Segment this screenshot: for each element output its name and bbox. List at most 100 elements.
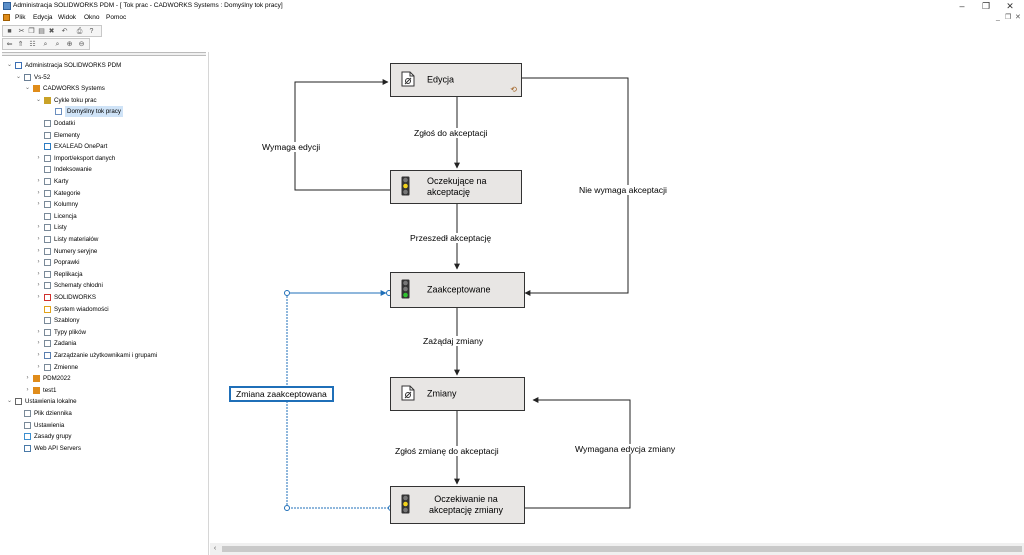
back-icon[interactable]: ⇐	[6, 41, 13, 48]
menu-pomoc[interactable]: Pomoc	[106, 14, 127, 21]
tree-item-label: Schematy chłodni	[54, 282, 103, 290]
tree-item-label: Zadania	[54, 340, 77, 348]
state-oczekujace[interactable]: Oczekujące na akceptację	[390, 170, 522, 204]
initial-state-icon: ⟲	[510, 85, 517, 94]
search-icon[interactable]: ⌕	[43, 41, 48, 48]
tree-item-label: SOLIDWORKS	[54, 294, 96, 301]
expand-icon[interactable]: ›	[37, 270, 40, 277]
templates-icon	[44, 317, 51, 325]
pdm-root-icon	[15, 62, 22, 69]
state-label: Oczekiwanie na akceptację zmiany	[428, 494, 504, 515]
expand-icon[interactable]: ›	[37, 282, 40, 289]
restore-button[interactable]: ❐	[981, 1, 991, 11]
transition-label-zazadaj[interactable]: Zażądaj zmiany	[423, 336, 484, 346]
scroll-thumb[interactable]	[222, 546, 1022, 552]
expand-icon[interactable]: ›	[37, 259, 40, 266]
tree-item-label: Poprawki	[54, 259, 80, 267]
zoom-out-icon[interactable]: ⊖	[78, 41, 85, 48]
expand-icon[interactable]: ›	[26, 386, 29, 393]
state-label: Zaakceptowane	[427, 284, 491, 295]
tree-item-label: Listy materiałów	[54, 236, 99, 243]
tree-item-label: Elementy	[54, 131, 80, 139]
up-icon[interactable]: ⇑	[17, 41, 24, 48]
pane-splitter[interactable]	[2, 52, 206, 56]
mdi-restore-button[interactable]: ❐	[1005, 14, 1012, 21]
menu-widok[interactable]: Widok	[58, 14, 77, 21]
tasks-icon	[44, 340, 51, 348]
menu-plik[interactable]: Plik	[15, 14, 26, 21]
tree-item-label: Zmienne	[54, 363, 79, 371]
transition-label-wymagana-edycja[interactable]: Wymagana edycja zmiany	[575, 444, 676, 454]
transition-wymagana-edycja-line	[525, 397, 631, 509]
state-zmiany[interactable]: Zmiany	[390, 377, 525, 411]
cut-icon[interactable]: ✂	[18, 28, 25, 35]
expand-icon[interactable]: ›	[37, 340, 40, 347]
scroll-left-icon[interactable]: ‹	[213, 545, 217, 552]
state-zaakceptowane[interactable]: Zaakceptowane	[390, 272, 525, 308]
expand-icon[interactable]: ›	[26, 375, 29, 382]
state-oczekiwanie-zmiany[interactable]: Oczekiwanie na akceptację zmiany	[390, 486, 525, 524]
close-button[interactable]: ✕	[1006, 1, 1014, 11]
expand-icon[interactable]: ›	[37, 247, 40, 254]
expand-icon[interactable]: ›	[37, 294, 40, 300]
tree-item-label: Administracja SOLIDWORKS PDM	[25, 62, 122, 69]
transition-label-przeszedl[interactable]: Przeszedł akceptację	[410, 233, 492, 243]
tree-item-label: Indeksowanie	[54, 166, 92, 174]
expand-icon[interactable]: ›	[37, 201, 40, 208]
tree-view-icon[interactable]: ☷	[29, 41, 36, 48]
collapse-icon[interactable]: ⌄	[24, 85, 31, 92]
mdi-close-button[interactable]: ✕	[1015, 14, 1021, 21]
transition-label-nie-wymaga[interactable]: Nie wymaga akceptacji	[579, 185, 667, 195]
menu-edycja[interactable]: Edycja	[33, 14, 53, 21]
print-icon[interactable]: ⎙	[76, 28, 83, 35]
transition-label-zglos[interactable]: Zgłoś do akceptacji	[414, 128, 488, 138]
zoom-in-icon[interactable]: ⊕	[66, 41, 73, 48]
log-file-icon	[24, 410, 31, 417]
horizontal-scrollbar[interactable]: ‹	[210, 543, 1024, 555]
expand-icon[interactable]: ›	[37, 236, 40, 242]
menu-bar: Plik Edycja Widok Okno Pomoc _ ❐ ✕	[0, 12, 1024, 23]
expand-icon[interactable]: ›	[37, 154, 40, 161]
standard-toolbar: ■ ✂ ❐ ▤ ✖ ↶ ⎙ ?	[2, 25, 102, 37]
title-bar: Administracja SOLIDWORKS PDM - [ Tok pra…	[0, 0, 1024, 12]
document-state-icon	[401, 71, 415, 89]
mdi-minimize-button[interactable]: _	[996, 14, 1000, 21]
expand-icon[interactable]: ›	[37, 189, 40, 196]
transition-label-zmiana-zaakceptowana[interactable]: Zmiana zaakceptowana	[229, 386, 334, 402]
tree-item-label: Zarządzanie użytkownikami i grupami	[54, 352, 158, 359]
collapse-icon[interactable]: ⌄	[15, 73, 22, 80]
import-export-icon	[44, 154, 51, 162]
tree-item-label: EXALEAD OnePart	[54, 143, 108, 151]
minimize-button[interactable]: –	[959, 1, 965, 11]
replication-icon	[44, 270, 51, 278]
tree-item-label: Ustawienia lokalne	[25, 398, 77, 406]
stop-icon[interactable]: ■	[7, 28, 12, 35]
messages-icon	[44, 305, 51, 313]
cold-storage-icon	[44, 282, 51, 290]
delete-icon[interactable]: ✖	[48, 28, 55, 35]
collapse-icon[interactable]: ⌄	[35, 96, 42, 103]
collapse-icon[interactable]: ⌄	[6, 62, 13, 68]
expand-icon[interactable]: ›	[37, 352, 40, 358]
collapse-icon[interactable]: ⌄	[6, 398, 13, 405]
app-icon	[3, 2, 11, 10]
transition-label-wymaga-edycji[interactable]: Wymaga edycji	[262, 142, 321, 152]
lists-icon	[44, 224, 51, 232]
expand-icon[interactable]: ›	[37, 328, 40, 335]
menu-okno[interactable]: Okno	[84, 14, 100, 21]
transition-label-zglos-zmiane[interactable]: Zgłoś zmianę do akceptacji	[395, 446, 499, 456]
expand-icon[interactable]: ›	[37, 178, 40, 184]
expand-icon[interactable]: ›	[37, 224, 40, 231]
expand-icon[interactable]: ›	[37, 363, 40, 370]
tree-item-label: Replikacja	[54, 270, 83, 278]
paste-icon[interactable]: ▤	[38, 28, 45, 35]
undo-icon[interactable]: ↶	[61, 28, 68, 35]
web-api-icon	[24, 444, 31, 452]
copy-icon[interactable]: ❐	[28, 28, 35, 35]
document-menu-icon[interactable]	[3, 14, 10, 21]
search-next-icon[interactable]: ⌕	[55, 41, 60, 48]
help-icon[interactable]: ?	[89, 28, 94, 35]
workflow-canvas[interactable]: Edycja ⟲ Oczekujące na akceptację Zaakce…	[210, 52, 1024, 542]
state-edycja[interactable]: Edycja ⟲	[390, 63, 522, 97]
transition-wymaga-edycji-line	[294, 79, 390, 191]
